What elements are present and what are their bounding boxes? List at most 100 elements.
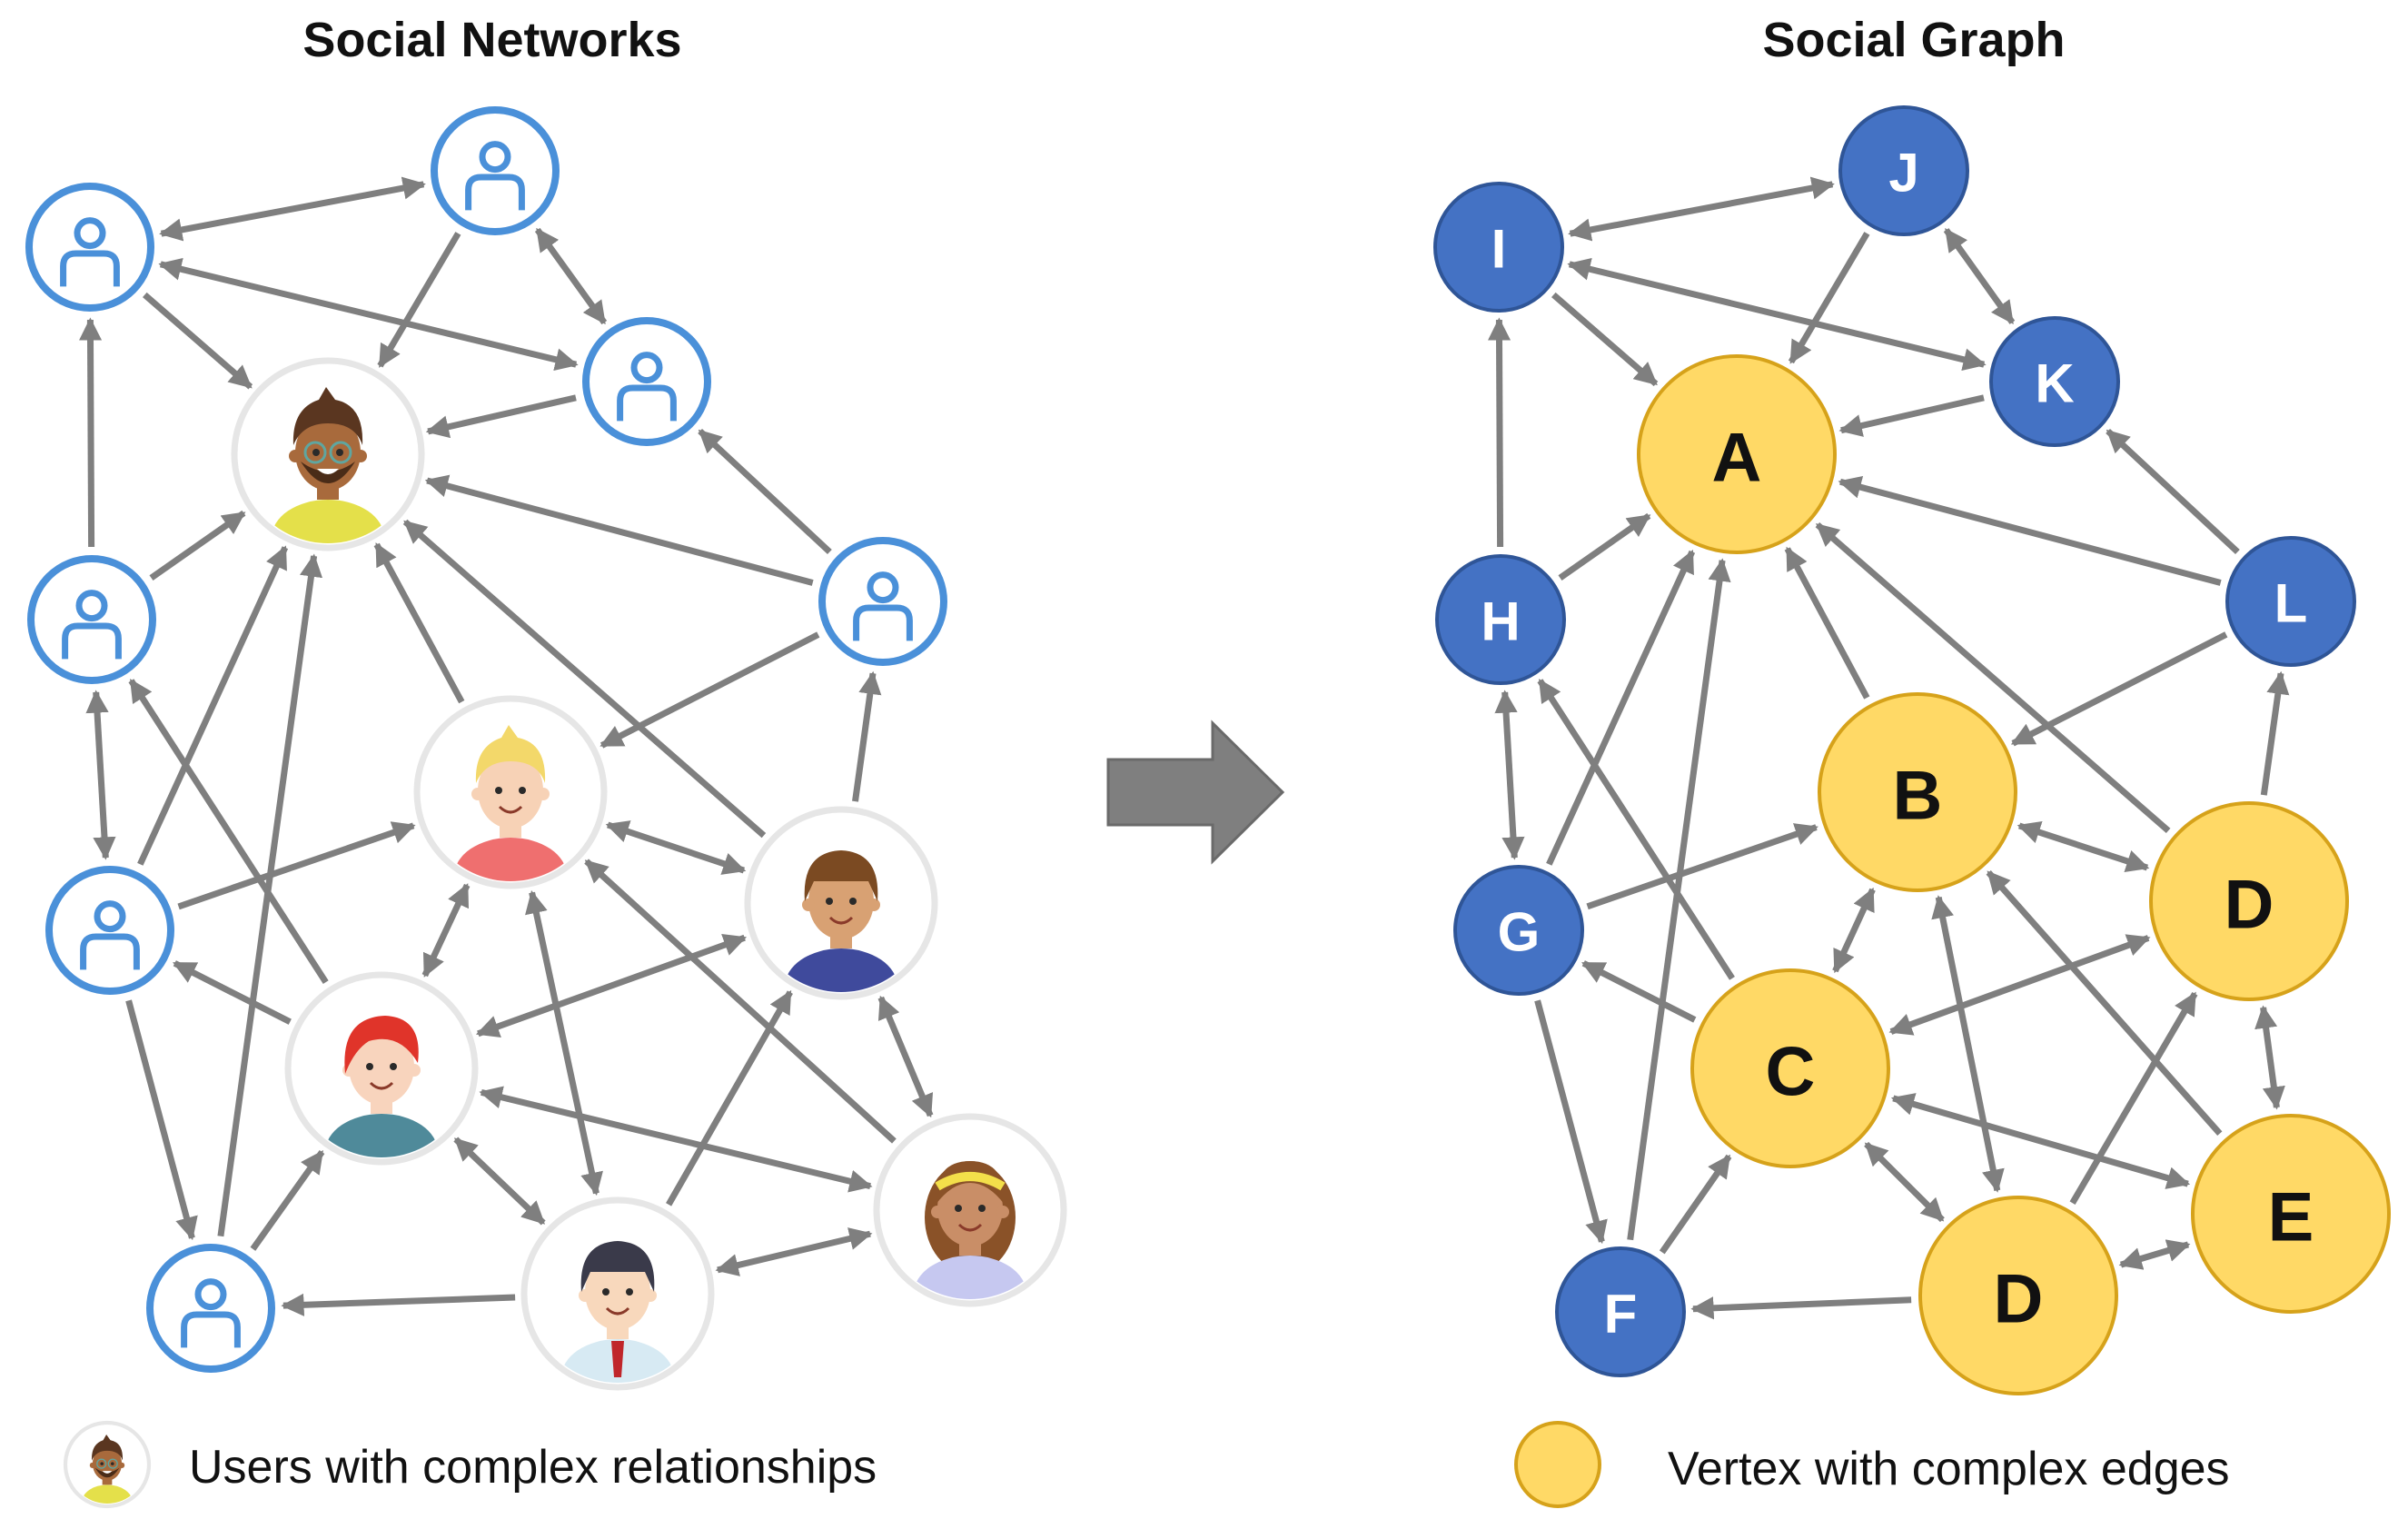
network-edge-c-d xyxy=(475,934,748,1038)
network-edge-c-g xyxy=(173,960,292,1025)
dark-hair-man-with-tie-avatar xyxy=(520,1196,715,1391)
graph-edge-j-k xyxy=(1943,228,2016,324)
graph-edge-d-l xyxy=(2260,670,2290,796)
social-graph-nodes: I J K A L H B D G C E D F xyxy=(1433,105,2391,1395)
network-edge-c-e xyxy=(479,1086,873,1193)
graph-edge-c-e xyxy=(1890,1093,2191,1189)
users-legend-label: Users with complex relationships xyxy=(189,1441,877,1494)
graph-edge-i-k xyxy=(1567,257,1987,372)
graph-edge-c-h xyxy=(1537,679,1735,980)
woman-with-headband-avatar xyxy=(873,1113,1067,1307)
network-edge-i-k xyxy=(158,257,579,372)
graph-edge-l-a xyxy=(1838,475,2222,586)
vertex-label-c: C xyxy=(1766,1034,1816,1111)
graph-edge-j-a xyxy=(1788,232,1870,364)
network-edge-e-b xyxy=(584,859,897,1144)
vertex-f: F xyxy=(1555,1246,1686,1377)
network-edge-b-d xyxy=(605,820,747,875)
user-outline-icon xyxy=(45,866,174,995)
vertex-legend-label: Vertex with complex edges xyxy=(1668,1443,2230,1495)
user-outline-icon xyxy=(27,555,156,684)
vertex-a: A xyxy=(1637,354,1837,554)
graph-edge-h-a xyxy=(1558,512,1651,581)
right-arrow-icon xyxy=(1106,720,1285,865)
network-edge-d-a xyxy=(402,519,767,839)
vertex-label-e: E xyxy=(2268,1179,2314,1256)
network-edge-l-a xyxy=(424,474,814,586)
network-edge-c-b xyxy=(421,883,471,978)
vertex-d: D xyxy=(2149,801,2349,1001)
network-edge-k-a xyxy=(425,394,577,439)
man-with-glasses-avatar xyxy=(231,357,425,551)
social-network-nodes xyxy=(25,106,1067,1391)
user-outline-icon xyxy=(25,183,154,312)
network-edge-i-a xyxy=(143,292,253,390)
vertex-label-f: F xyxy=(1604,1284,1638,1345)
graph-edge-d-a xyxy=(1815,521,2171,834)
vertex-e: E xyxy=(2191,1114,2391,1314)
network-edge-c-d2 xyxy=(453,1137,546,1226)
vertex-k: K xyxy=(1989,316,2120,447)
network-edge-j-k xyxy=(534,227,608,325)
graph-edge-h-g xyxy=(1494,690,1525,860)
social-networks-title: Social Networks xyxy=(302,13,681,67)
vertex-label-b: B xyxy=(1893,758,1943,835)
graph-edge-i-j xyxy=(1568,176,1835,242)
vertex-label-g: G xyxy=(1498,902,1541,963)
network-edge-g-a xyxy=(137,545,289,866)
vertex-label-k: K xyxy=(2035,353,2074,414)
vertex-i: I xyxy=(1433,182,1564,313)
graph-edge-d2-b xyxy=(1931,895,2005,1193)
blond-man-avatar xyxy=(413,695,608,889)
vertex-h: H xyxy=(1435,554,1566,685)
network-edge-d-e xyxy=(877,995,934,1118)
graph-edge-c-d xyxy=(1888,934,2151,1036)
network-edge-d2-d xyxy=(666,989,793,1206)
vertex-label-h: H xyxy=(1481,591,1520,652)
brown-hair-boy-avatar xyxy=(744,806,938,1000)
vertex-d2: D xyxy=(1918,1196,2118,1395)
network-edge-e-d2 xyxy=(715,1227,873,1276)
red-hair-woman-avatar xyxy=(284,971,479,1166)
graph-edge-f-c xyxy=(1659,1154,1732,1255)
network-edge-j-a xyxy=(377,232,461,368)
graph-edge-g-a xyxy=(1546,550,1696,866)
network-edge-d2-b xyxy=(525,890,603,1196)
network-edge-b-a xyxy=(373,542,465,704)
social-graph-title: Social Graph xyxy=(1762,13,2065,67)
social-graph-edges xyxy=(1487,176,2290,1320)
network-edge-g-f xyxy=(125,999,198,1241)
vertex-c: C xyxy=(1690,968,1890,1168)
graph-edge-c-g xyxy=(1581,960,1697,1023)
network-edge-d-l xyxy=(852,670,882,802)
graph-edge-l-k xyxy=(2106,428,2240,555)
network-edge-h-i xyxy=(78,317,103,548)
vertex-label-d2: D xyxy=(1994,1261,2044,1338)
user-outline-icon xyxy=(146,1244,275,1373)
vertex-j: J xyxy=(1838,105,1969,236)
yellow-vertex-icon xyxy=(1514,1421,1601,1508)
network-edge-h-g xyxy=(85,690,116,860)
graph-edge-e-d2 xyxy=(2118,1239,2191,1270)
vertex-label-a: A xyxy=(1712,420,1762,497)
network-edge-h-a xyxy=(149,510,246,581)
graph-edge-c-b xyxy=(1832,887,1876,974)
vertex-b: B xyxy=(1818,692,2017,892)
graph-edge-k-a xyxy=(1838,394,1985,437)
social-network-edges xyxy=(78,176,934,1316)
vertex-label-j: J xyxy=(1888,143,1918,204)
graph-edge-b-a xyxy=(1784,546,1870,700)
user-outline-icon xyxy=(431,106,560,235)
vertex-label-l: L xyxy=(2274,573,2308,634)
network-edge-l-k xyxy=(698,428,832,555)
network-edge-c-h xyxy=(128,679,329,984)
network-edge-i-j xyxy=(159,176,426,242)
user-outline-icon xyxy=(582,317,711,446)
vertex-label-i: I xyxy=(1491,219,1507,280)
vertex-label-d: D xyxy=(2225,867,2274,944)
vertex-l: L xyxy=(2225,536,2356,667)
graph-edge-e-b xyxy=(1986,869,2223,1137)
graph-edge-h-i xyxy=(1487,317,1511,548)
user-outline-icon xyxy=(818,537,947,666)
